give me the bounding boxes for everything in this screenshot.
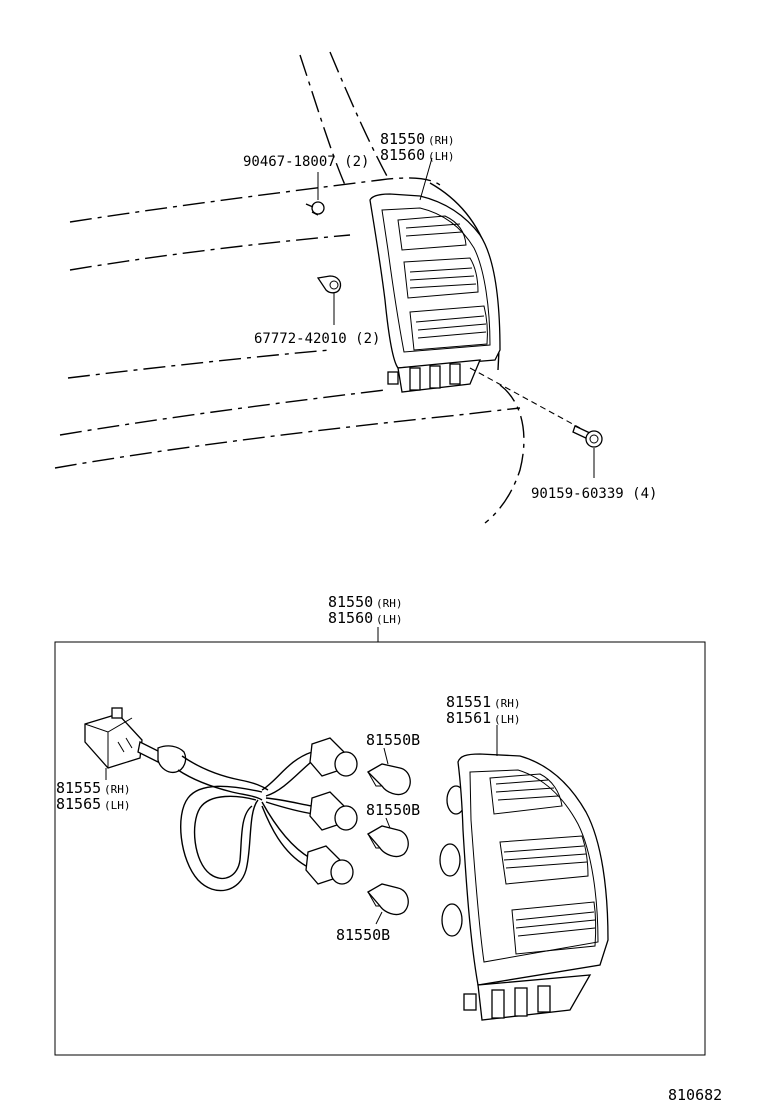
assembly-frame: [54, 641, 706, 1056]
callout-box-rh: 81550: [328, 593, 373, 611]
bulb-icon-2: [366, 825, 409, 858]
callout-bulb-2: 81550B: [366, 801, 420, 819]
leader-bulb-3: [375, 911, 383, 925]
bulb-icon-1: [366, 763, 411, 796]
bulb-icon-3: [366, 883, 409, 916]
callout-bulb-1: 81550B: [366, 731, 420, 749]
callout-lens-lh: 81561: [446, 709, 491, 727]
callout-lens-lh-side: (LH): [494, 713, 521, 726]
callout-socket-lh-side: (LH): [104, 799, 131, 812]
figure-number: 810682: [668, 1086, 722, 1104]
bulbs: [366, 763, 411, 916]
lamp-lens-assembly: [439, 753, 609, 1021]
callout-box-rh-side: (RH): [376, 597, 403, 610]
callout-top-lamp-rh: 81550: [380, 130, 425, 148]
bulb-sockets: [305, 737, 358, 885]
callout-bulb-3: 81550B: [336, 926, 390, 944]
callout-socket-rh-side: (RH): [104, 783, 131, 796]
callout-screw: 90159-60339 (4): [531, 486, 657, 502]
callout-top-lamp-rh-side: (RH): [428, 134, 455, 147]
callout-clip: 90467-18007 (2): [243, 154, 369, 170]
clip-part: [305, 172, 325, 216]
socket-harness: [84, 707, 317, 892]
leader-bulb-2: [385, 817, 391, 829]
callout-socket-rh: 81555: [56, 779, 101, 797]
callout-top-lamp-lh-side: (LH): [428, 150, 455, 163]
callout-box-lh-side: (LH): [376, 613, 403, 626]
callout-box-lh: 81560: [328, 609, 373, 627]
grommet-part: [316, 275, 342, 325]
leader-bulb-1: [383, 747, 389, 765]
callout-grommet: 67772-42010 (2): [254, 331, 380, 347]
lower-labels: 81551 (RH) 81561 (LH) 81555 (RH) 81565 (…: [56, 693, 521, 944]
upper-labels: 81550 (RH) 81560 (LH) 90467-18007 (2) 67…: [243, 130, 657, 502]
leader-top-lamp: [419, 157, 433, 201]
tail-lamp-installed: [369, 193, 501, 393]
callout-socket-lh: 81565: [56, 795, 101, 813]
callout-lens-rh-side: (RH): [494, 697, 521, 710]
callout-top-lamp-lh: 81560: [380, 146, 425, 164]
callout-lens-rh: 81551: [446, 693, 491, 711]
screw-part: [469, 367, 603, 478]
